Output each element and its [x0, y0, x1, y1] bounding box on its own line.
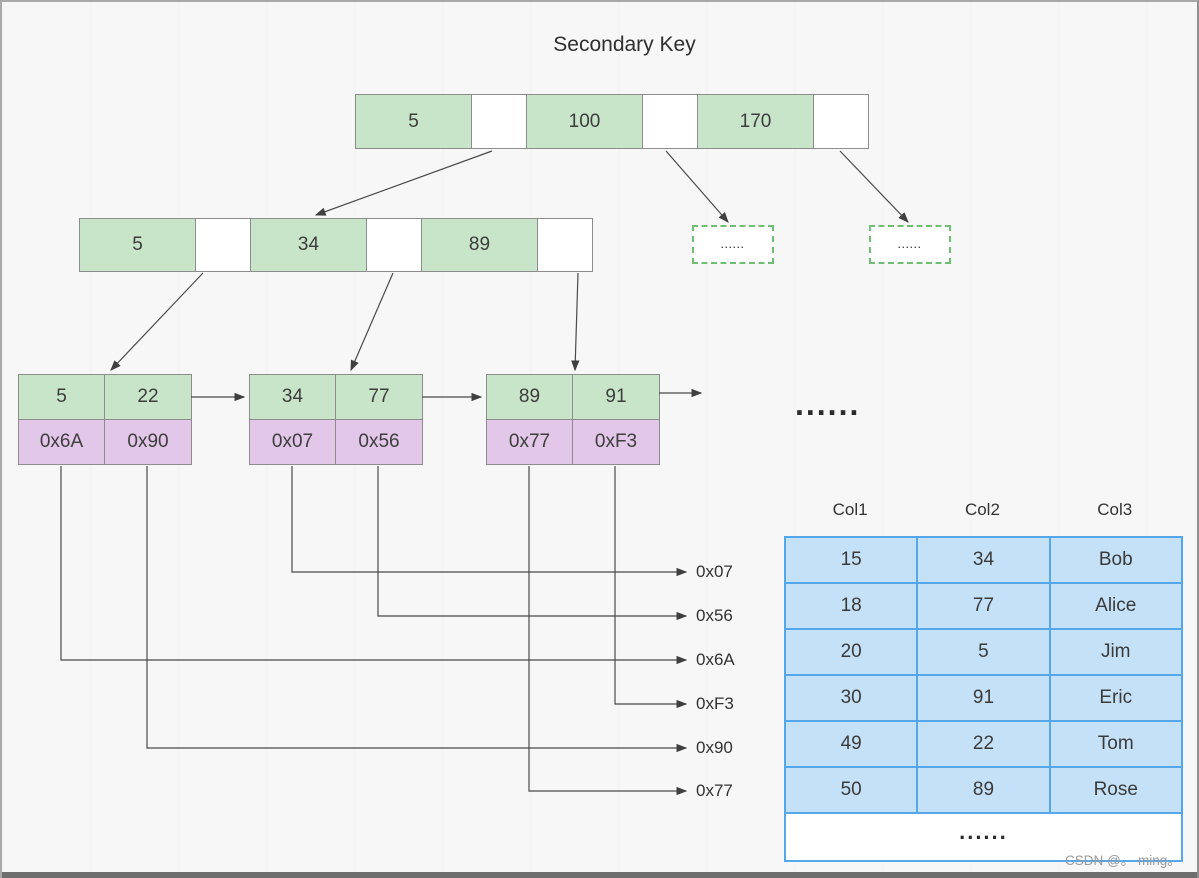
window-bottom-bar — [2, 872, 1197, 878]
table-cell: Tom — [1048, 720, 1183, 768]
pointer-address-label: 0x07 — [696, 562, 733, 581]
leaf-pointer-cell: 0x56 — [335, 419, 423, 465]
table-cell: Alice — [1048, 582, 1183, 630]
pointer-address-label: 0x6A — [696, 650, 735, 669]
table-cell: Bob — [1048, 536, 1183, 584]
root-pointer-cell — [471, 94, 527, 149]
table-row: 20 5 Jim — [783, 628, 1183, 676]
table-cell: 30 — [783, 674, 919, 722]
wire-to-0xF3 — [614, 466, 688, 709]
leaf-key-cell: 5 — [18, 374, 105, 420]
internal-pointer-cell — [537, 218, 593, 272]
pointer-address-label: 0xF3 — [696, 694, 734, 713]
btree-leaf-node: 34 77 0x07 0x56 — [249, 374, 423, 465]
arrow-root-to-subtree-1 — [665, 150, 729, 223]
table-cell: 22 — [916, 720, 1051, 768]
table-row: 30 91 Eric — [783, 674, 1183, 722]
root-pointer-cell — [813, 94, 869, 149]
table-cell: 15 — [783, 536, 919, 584]
diagram-title: Secondary Key — [553, 33, 696, 56]
internal-pointer-cell — [195, 218, 251, 272]
row-data-table: 15 34 Bob 18 77 Alice 20 5 Jim 30 91 Eri… — [783, 536, 1183, 862]
internal-key-cell: 5 — [79, 218, 196, 272]
wire-to-0x56 — [377, 466, 688, 621]
table-cell: 91 — [916, 674, 1051, 722]
btree-internal-node: 5 34 89 — [79, 218, 593, 272]
leaf-key-cell: 89 — [486, 374, 573, 420]
internal-key-cell: 89 — [421, 218, 538, 272]
arrow-internal-to-leaf-3 — [571, 272, 580, 372]
wire-to-0x90 — [146, 466, 688, 753]
internal-key-cell: 34 — [250, 218, 367, 272]
placeholder-subtree-box: ...... — [869, 225, 951, 264]
column-header: Col2 — [964, 500, 1000, 519]
arrow-root-to-internal — [314, 150, 493, 216]
pointer-address-label: 0x56 — [696, 606, 733, 625]
table-cell: 50 — [783, 766, 919, 814]
leaf-key-cell: 77 — [335, 374, 423, 420]
wire-to-0x07 — [291, 466, 688, 577]
root-key-cell: 5 — [355, 94, 472, 149]
table-cell: 20 — [783, 628, 919, 676]
table-cell: Eric — [1048, 674, 1183, 722]
leaf-key-cell: 22 — [104, 374, 192, 420]
leaf-pointer-cell: 0xF3 — [572, 419, 660, 465]
csdn-watermark: CSDN @。 ming。 — [1065, 853, 1181, 868]
column-header: Col1 — [832, 500, 868, 519]
root-key-cell: 170 — [697, 94, 814, 149]
leaf-chain-ellipsis: ...... — [795, 386, 861, 422]
btree-root-node: 5 100 170 — [355, 94, 869, 149]
wire-to-0x6A — [60, 466, 688, 665]
leaf-pointer-cell: 0x90 — [104, 419, 192, 465]
leaf-key-cell: 91 — [572, 374, 660, 420]
table-row: 18 77 Alice — [783, 582, 1183, 630]
arrow-internal-to-leaf-1 — [110, 272, 204, 371]
arrow-root-to-subtree-2 — [839, 150, 909, 223]
leaf-pointer-cell: 0x07 — [249, 419, 336, 465]
table-row: 50 89 Rose — [783, 766, 1183, 814]
table-ellipsis-cell: ...... — [784, 812, 1183, 862]
arrow-internal-to-leaf-2 — [350, 272, 394, 372]
table-cell: 5 — [916, 628, 1051, 676]
leaf-pointer-cell: 0x6A — [18, 419, 105, 465]
leaf-key-cell: 34 — [249, 374, 336, 420]
placeholder-subtree-box: ...... — [692, 225, 774, 264]
table-cell: 49 — [783, 720, 919, 768]
table-ellipsis-row: ...... — [784, 812, 1183, 862]
table-cell: 18 — [783, 582, 919, 630]
table-row: 15 34 Bob — [783, 536, 1183, 584]
table-cell: Jim — [1048, 628, 1183, 676]
btree-leaf-node: 89 91 0x77 0xF3 — [486, 374, 660, 465]
pointer-address-label: 0x90 — [696, 738, 733, 757]
table-cell: 77 — [916, 582, 1051, 630]
pointer-address-label: 0x77 — [696, 781, 733, 800]
leaf-pointer-cell: 0x77 — [486, 419, 573, 465]
table-cell: Rose — [1048, 766, 1183, 814]
wire-to-0x77 — [528, 466, 688, 796]
column-header: Col3 — [1097, 500, 1133, 519]
root-pointer-cell — [642, 94, 698, 149]
table-column-headers: Col1 Col2 Col3 — [784, 500, 1181, 520]
root-key-cell: 100 — [526, 94, 643, 149]
internal-pointer-cell — [366, 218, 422, 272]
table-cell: 89 — [916, 766, 1051, 814]
table-cell: 34 — [916, 536, 1051, 584]
btree-leaf-node: 5 22 0x6A 0x90 — [18, 374, 192, 465]
table-row: 49 22 Tom — [783, 720, 1183, 768]
